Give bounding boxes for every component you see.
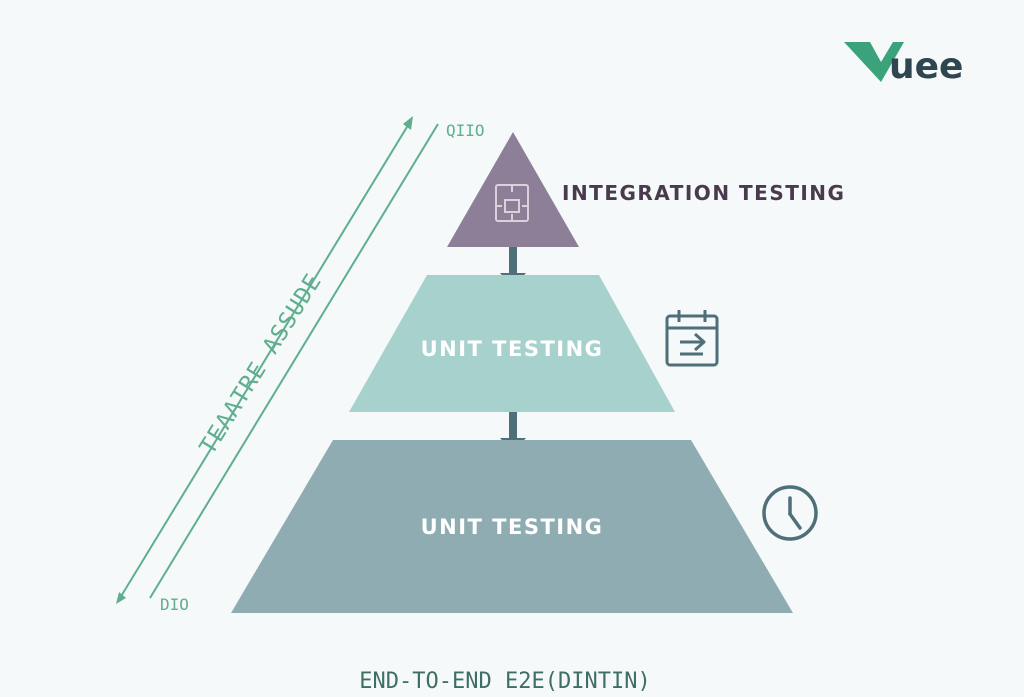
axis-line-inner (119, 121, 411, 599)
tier-integration-label: INTEGRATION TESTING (562, 181, 845, 205)
axis-top-value: QIIO (446, 121, 485, 140)
clock-icon (762, 485, 818, 541)
logo-text: uee (889, 46, 963, 87)
puzzle-icon (495, 184, 529, 222)
tier-base-label: UNIT TESTING (421, 515, 604, 539)
axis-label: TEAATRE ASSUDE (195, 269, 327, 459)
tier-unit-label: UNIT TESTING (421, 337, 604, 361)
axis-bottom-value: DIO (160, 595, 189, 614)
footer-caption: END-TO-END E2E(DINTIN) (359, 669, 650, 694)
axis-line-outer (149, 123, 439, 599)
vue-logo: uee (844, 42, 963, 87)
axis-arrow-up-icon (403, 116, 413, 130)
tier-unit-shape (349, 275, 675, 412)
calendar-arrow-icon (665, 310, 719, 367)
tier-base-shape (231, 440, 793, 613)
axis-arrow-down-icon (116, 592, 126, 604)
logo-mark-icon (844, 42, 904, 82)
